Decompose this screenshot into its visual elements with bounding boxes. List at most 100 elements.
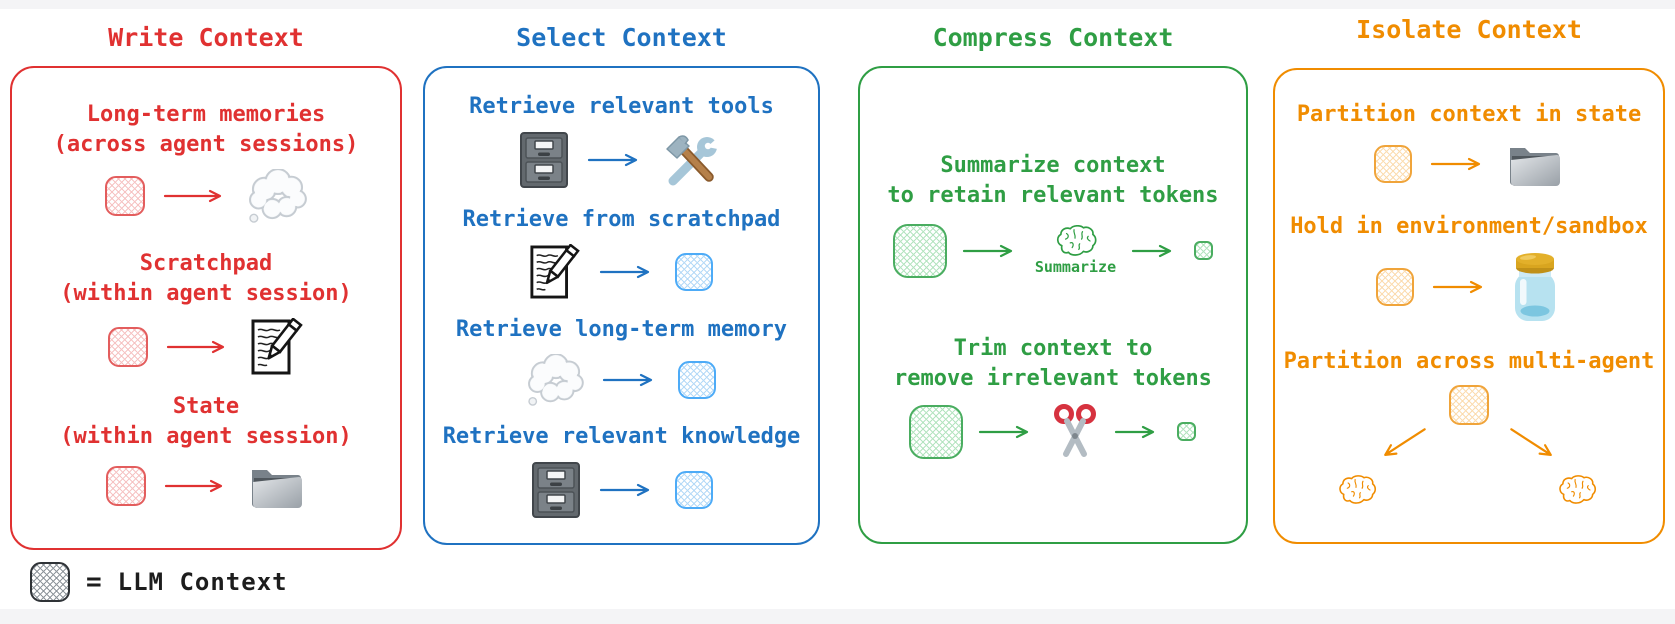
thought-cloud-icon xyxy=(528,354,585,407)
write-item-label: State (within agent session) xyxy=(60,392,351,452)
bottom-edge-strip xyxy=(0,609,1675,624)
write-item-title: Long-term memories xyxy=(86,102,326,127)
select-row-tools xyxy=(519,131,723,189)
brain-icon xyxy=(1057,225,1098,256)
open-folder-icon xyxy=(1510,147,1560,186)
isolate-group-sandbox: Hold in environment/sandbox xyxy=(1290,212,1648,323)
select-item-title: Retrieve relevant tools xyxy=(469,93,774,119)
write-item-label: Long-term memories (across agent session… xyxy=(54,100,359,160)
arrow-right-icon xyxy=(1115,425,1155,438)
brain-icon xyxy=(1339,474,1377,504)
arrow-right-icon xyxy=(1132,244,1172,257)
llm-context-square-small xyxy=(1177,422,1197,441)
arrow-right-icon xyxy=(1430,157,1481,170)
llm-context-square xyxy=(678,361,717,400)
write-item-title: State xyxy=(172,394,240,419)
compress-item-label: Trim context to remove irrelevant tokens xyxy=(894,334,1212,394)
legend: = LLM Context xyxy=(30,562,288,602)
compress-item-title: Summarize context xyxy=(940,152,1166,178)
select-group-knowledge: Retrieve relevant knowledge xyxy=(442,422,801,519)
file-cabinet-icon xyxy=(531,462,580,519)
compress-context-column: Compress Context Summarize context to re… xyxy=(858,0,1248,544)
compress-item-subtitle: remove irrelevant tokens xyxy=(894,365,1212,391)
arrow-down-right-icon xyxy=(1507,423,1555,460)
arrow-right-icon xyxy=(1432,280,1483,294)
isolate-group-state: Partition context in state xyxy=(1297,100,1641,189)
isolate-row-sandbox xyxy=(1376,251,1562,323)
thought-cloud-icon xyxy=(249,169,307,223)
write-row-state xyxy=(106,461,306,511)
file-cabinet-icon xyxy=(520,131,569,188)
compress-item-title: Trim context to xyxy=(953,335,1153,361)
write-context-panel: Long-term memories (across agent session… xyxy=(10,66,402,550)
arrow-right-icon xyxy=(603,374,653,387)
isolate-group-multiagent: Partition across multi-agent xyxy=(1283,347,1655,513)
folder-icon xyxy=(252,470,302,508)
llm-context-square xyxy=(1449,384,1489,425)
write-row-memories xyxy=(105,169,307,223)
hammer-wrench-icon xyxy=(663,133,723,187)
isolate-context-column: Isolate Context Partition context in sta… xyxy=(1273,0,1665,544)
select-context-title: Select Context xyxy=(516,23,727,52)
write-item-title: Scratchpad xyxy=(139,251,273,276)
select-group-scratchpad: Retrieve from scratchpad xyxy=(462,205,781,300)
llm-context-square xyxy=(108,327,148,367)
memo-icon xyxy=(251,318,303,375)
arrow-right-icon xyxy=(163,189,222,203)
select-row-knowledge xyxy=(531,461,713,519)
legend-label: LLM Context xyxy=(117,568,288,596)
select-row-memory xyxy=(526,354,717,407)
summarize-op: Summarize xyxy=(1035,225,1116,276)
write-item-subtitle: (across agent sessions) xyxy=(53,132,359,157)
legend-equals: = xyxy=(86,567,102,597)
compress-group-summarize: Summarize context to retain relevant tok… xyxy=(887,151,1219,278)
arrow-right-icon xyxy=(600,265,650,278)
llm-context-square-small xyxy=(1194,241,1214,260)
isolate-item-title: Partition across multi-agent xyxy=(1283,348,1655,374)
select-group-tools: Retrieve relevant tools xyxy=(469,92,774,189)
compress-group-trim: Trim context to remove irrelevant tokens xyxy=(894,334,1212,460)
select-context-panel: Retrieve relevant tools Retrieve from sc… xyxy=(423,66,820,545)
llm-context-square xyxy=(892,223,947,278)
brain-icon xyxy=(1559,474,1597,504)
llm-context-square xyxy=(1376,268,1414,306)
compress-context-panel: Summarize context to retain relevant tok… xyxy=(858,66,1248,544)
jar-icon xyxy=(1515,253,1555,321)
compress-context-title: Compress Context xyxy=(932,23,1174,52)
llm-context-square xyxy=(675,252,714,291)
arrow-down-left-icon xyxy=(1381,423,1429,460)
arrow-right-icon xyxy=(962,244,1012,257)
compress-row-summarize: Summarize xyxy=(892,223,1214,278)
isolate-item-title: Partition context in state xyxy=(1296,101,1642,127)
llm-context-square xyxy=(909,404,964,459)
isolate-item-title: Hold in environment/sandbox xyxy=(1290,214,1648,239)
memo-icon xyxy=(530,243,580,299)
select-item-title: Retrieve long-term memory xyxy=(455,317,788,343)
arrow-right-icon xyxy=(599,484,649,497)
isolate-context-panel: Partition context in state Hold in envir… xyxy=(1273,68,1665,544)
summarize-label: Summarize xyxy=(1034,258,1117,276)
scissors-icon xyxy=(1051,404,1099,460)
select-item-title: Retrieve relevant knowledge xyxy=(442,424,801,450)
select-context-column: Select Context Retrieve relevant tools R… xyxy=(423,0,820,545)
arrow-right-icon xyxy=(979,425,1029,438)
llm-context-square xyxy=(30,562,70,602)
write-row-scratchpad xyxy=(108,318,304,376)
arrow-right-icon xyxy=(164,479,223,493)
llm-context-square xyxy=(105,176,145,216)
isolate-context-title: Isolate Context xyxy=(1356,15,1582,44)
arrow-right-icon xyxy=(166,340,225,354)
multi-agent-fanout xyxy=(1289,384,1649,513)
arrow-right-icon xyxy=(588,153,638,166)
top-edge-strip xyxy=(0,0,1675,9)
compress-item-subtitle: to retain relevant tokens xyxy=(887,182,1219,208)
compress-row-trim xyxy=(909,404,1197,460)
write-item-subtitle: (within agent session) xyxy=(60,281,352,306)
write-item-label: Scratchpad (within agent session) xyxy=(60,249,351,309)
select-group-memory: Retrieve long-term memory xyxy=(455,315,788,407)
llm-context-square xyxy=(1374,144,1412,183)
isolate-row-state xyxy=(1374,139,1564,189)
write-item-subtitle: (within agent session) xyxy=(60,424,352,449)
select-item-title: Retrieve from scratchpad xyxy=(462,206,781,232)
select-row-scratchpad xyxy=(529,243,714,300)
